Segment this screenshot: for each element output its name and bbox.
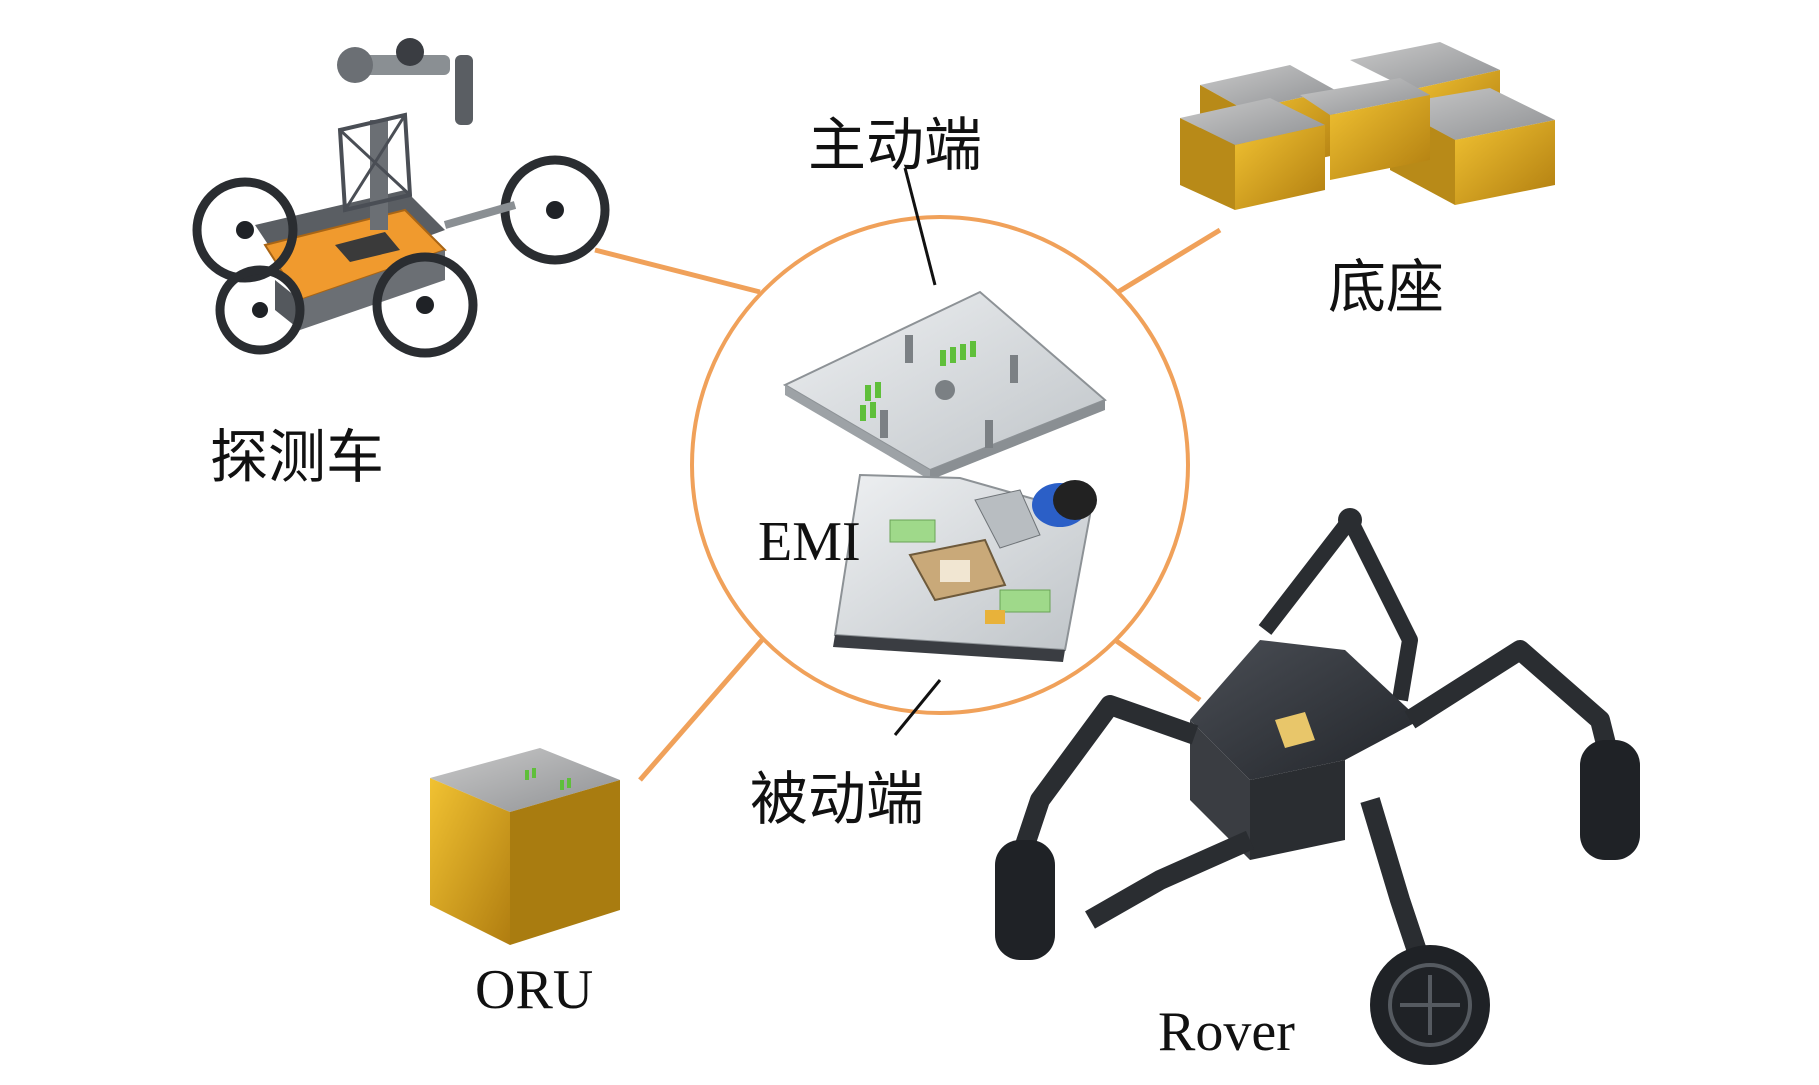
leader-active-end — [903, 167, 937, 286]
lunar-rover-cn-image — [192, 38, 610, 358]
connector-rover-en — [1113, 637, 1202, 703]
connector-oru — [638, 638, 764, 782]
connector-lines — [594, 227, 1222, 782]
connector-base — [1116, 227, 1222, 295]
emi-active-plate — [782, 290, 1107, 480]
rover-en-image — [995, 508, 1640, 1065]
label-active-end: 主动端 — [808, 111, 983, 179]
emi-circle — [690, 215, 1190, 715]
emi-passive-plate — [833, 473, 1097, 662]
label-oru: ORU — [475, 959, 594, 1021]
connector-rover-cn — [594, 247, 761, 295]
label-emi: EMI — [758, 511, 861, 573]
label-rover-cn: 探测车 — [210, 423, 385, 491]
label-base: 底座 — [1328, 253, 1445, 321]
oru-cube-image — [430, 748, 620, 945]
leader-passive-end — [893, 679, 942, 736]
label-passive-end: 被动端 — [750, 765, 925, 833]
base-image — [1180, 42, 1555, 210]
label-rover-en: Rover — [1158, 1001, 1295, 1063]
